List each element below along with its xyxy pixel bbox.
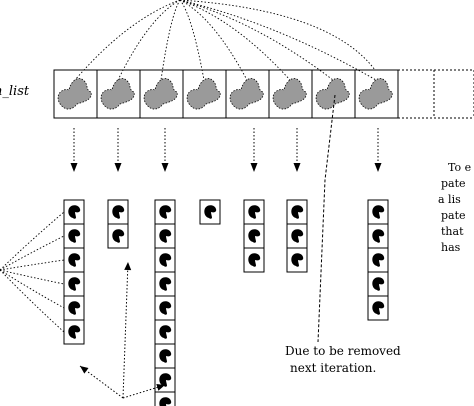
shape-patch-blob	[272, 78, 307, 110]
shape-patch-blob	[315, 78, 350, 110]
patch-head-icon	[68, 253, 81, 267]
list-label: n_list	[0, 84, 30, 99]
fan-line	[179, 0, 334, 81]
removal-note-line2: next iteration.	[290, 361, 377, 375]
removal-dashed-line	[317, 94, 336, 343]
down-arrow-head	[250, 163, 258, 172]
patch-head-icon	[372, 205, 385, 219]
left-bracket-line	[0, 211, 65, 271]
pointer-line	[122, 384, 166, 399]
patch-head-icon	[159, 325, 172, 339]
patch-head-icon	[248, 205, 261, 219]
patch-head-icon	[291, 229, 304, 243]
patch-head-icon	[159, 349, 172, 363]
bottom-arrows	[79, 261, 166, 399]
fan-line	[117, 0, 181, 81]
shape-patch-blob	[143, 78, 178, 110]
patch-head-icon	[159, 205, 172, 219]
patch-head-icon	[68, 229, 81, 243]
left-bracket-line	[0, 269, 65, 333]
fan-line	[74, 0, 181, 81]
down-arrow-head	[161, 163, 169, 172]
left-bracket-line	[0, 269, 65, 285]
fan-line	[179, 0, 291, 81]
side-text-line: To e	[448, 161, 472, 174]
side-text-line: that	[441, 225, 464, 238]
patch-head-icon	[291, 205, 304, 219]
side-text-line: has	[441, 241, 461, 254]
patch-head-icon	[112, 205, 125, 219]
shape-patch-blob	[358, 78, 393, 110]
down-arrow-head	[114, 163, 122, 172]
left-bracket-line	[0, 269, 65, 309]
shape-patch-blob	[57, 78, 92, 110]
fan-line	[179, 0, 377, 81]
patch-head-icon	[112, 229, 125, 243]
side-text-line: a lis	[438, 193, 461, 206]
patch-columns	[63, 199, 389, 406]
patch-head-icon	[204, 205, 217, 219]
side-text-line: pate	[441, 209, 466, 222]
fan-line	[160, 0, 181, 81]
patch-head-icon	[372, 229, 385, 243]
down-arrow-head	[293, 163, 301, 172]
down-arrow-head	[374, 163, 382, 172]
shape-patch-blob	[100, 78, 135, 110]
fan-line	[179, 0, 376, 71]
shape-patch-blob	[229, 78, 264, 110]
patch-head-icon	[68, 205, 81, 219]
pointer-arrowhead	[80, 366, 89, 374]
patch-head-icon	[159, 277, 172, 291]
patch-head-icon	[159, 229, 172, 243]
pointer-arrowhead	[156, 384, 165, 391]
shape-patch-blob	[186, 78, 221, 110]
side-text-line: pate	[441, 177, 466, 190]
pointer-line	[122, 261, 129, 399]
patch-head-icon	[68, 325, 81, 339]
removal-note-line1: Due to be removed	[285, 344, 401, 358]
patch-head-icon	[159, 397, 172, 406]
patch-head-icon	[159, 253, 172, 267]
pointer-line	[79, 365, 124, 399]
fan-line	[179, 0, 248, 81]
patch-head-icon	[159, 373, 172, 387]
patch-list	[53, 69, 474, 119]
list-cell	[354, 69, 399, 119]
left-bracket-line	[0, 235, 65, 271]
patch-head-icon	[159, 301, 172, 315]
patch-head-icon	[248, 253, 261, 267]
patch-head-icon	[372, 253, 385, 267]
patch-head-icon	[291, 253, 304, 267]
patch-head-icon	[372, 301, 385, 315]
patch-head-icon	[372, 277, 385, 291]
down-arrow-head	[70, 163, 78, 172]
patch-head-icon	[68, 277, 81, 291]
left-bracket-lines	[0, 211, 65, 333]
pointer-arrowhead	[124, 262, 132, 271]
fan-line	[179, 0, 205, 81]
column-arrows	[70, 94, 382, 343]
fan-lines	[74, 0, 377, 81]
patch-head-icon	[248, 229, 261, 243]
patch-head-icon	[68, 301, 81, 315]
list-empty-cells	[398, 69, 474, 119]
